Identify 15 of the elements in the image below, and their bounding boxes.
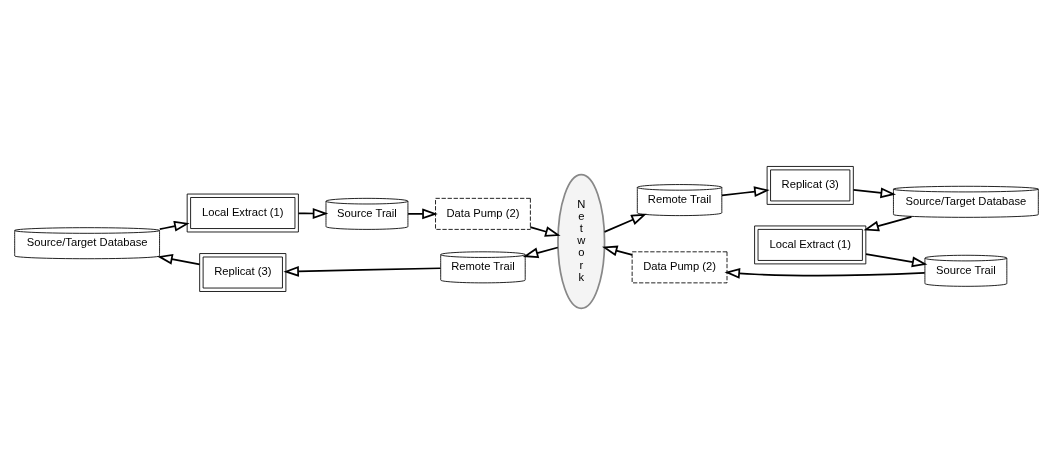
node-box: Data Pump (2) xyxy=(435,197,531,230)
arrow xyxy=(407,208,438,220)
arrow xyxy=(721,186,770,198)
arrow xyxy=(852,187,896,199)
arrow xyxy=(865,253,928,268)
arrow xyxy=(863,215,913,232)
node-box: Data Pump (2) xyxy=(631,251,728,284)
arrow xyxy=(157,253,201,266)
arrow xyxy=(603,213,647,233)
arrow xyxy=(602,245,633,257)
arrow xyxy=(522,246,559,259)
arrow xyxy=(529,226,561,237)
arrow xyxy=(724,267,926,279)
node-ellipse: Network xyxy=(557,173,606,310)
arrow xyxy=(283,265,442,277)
